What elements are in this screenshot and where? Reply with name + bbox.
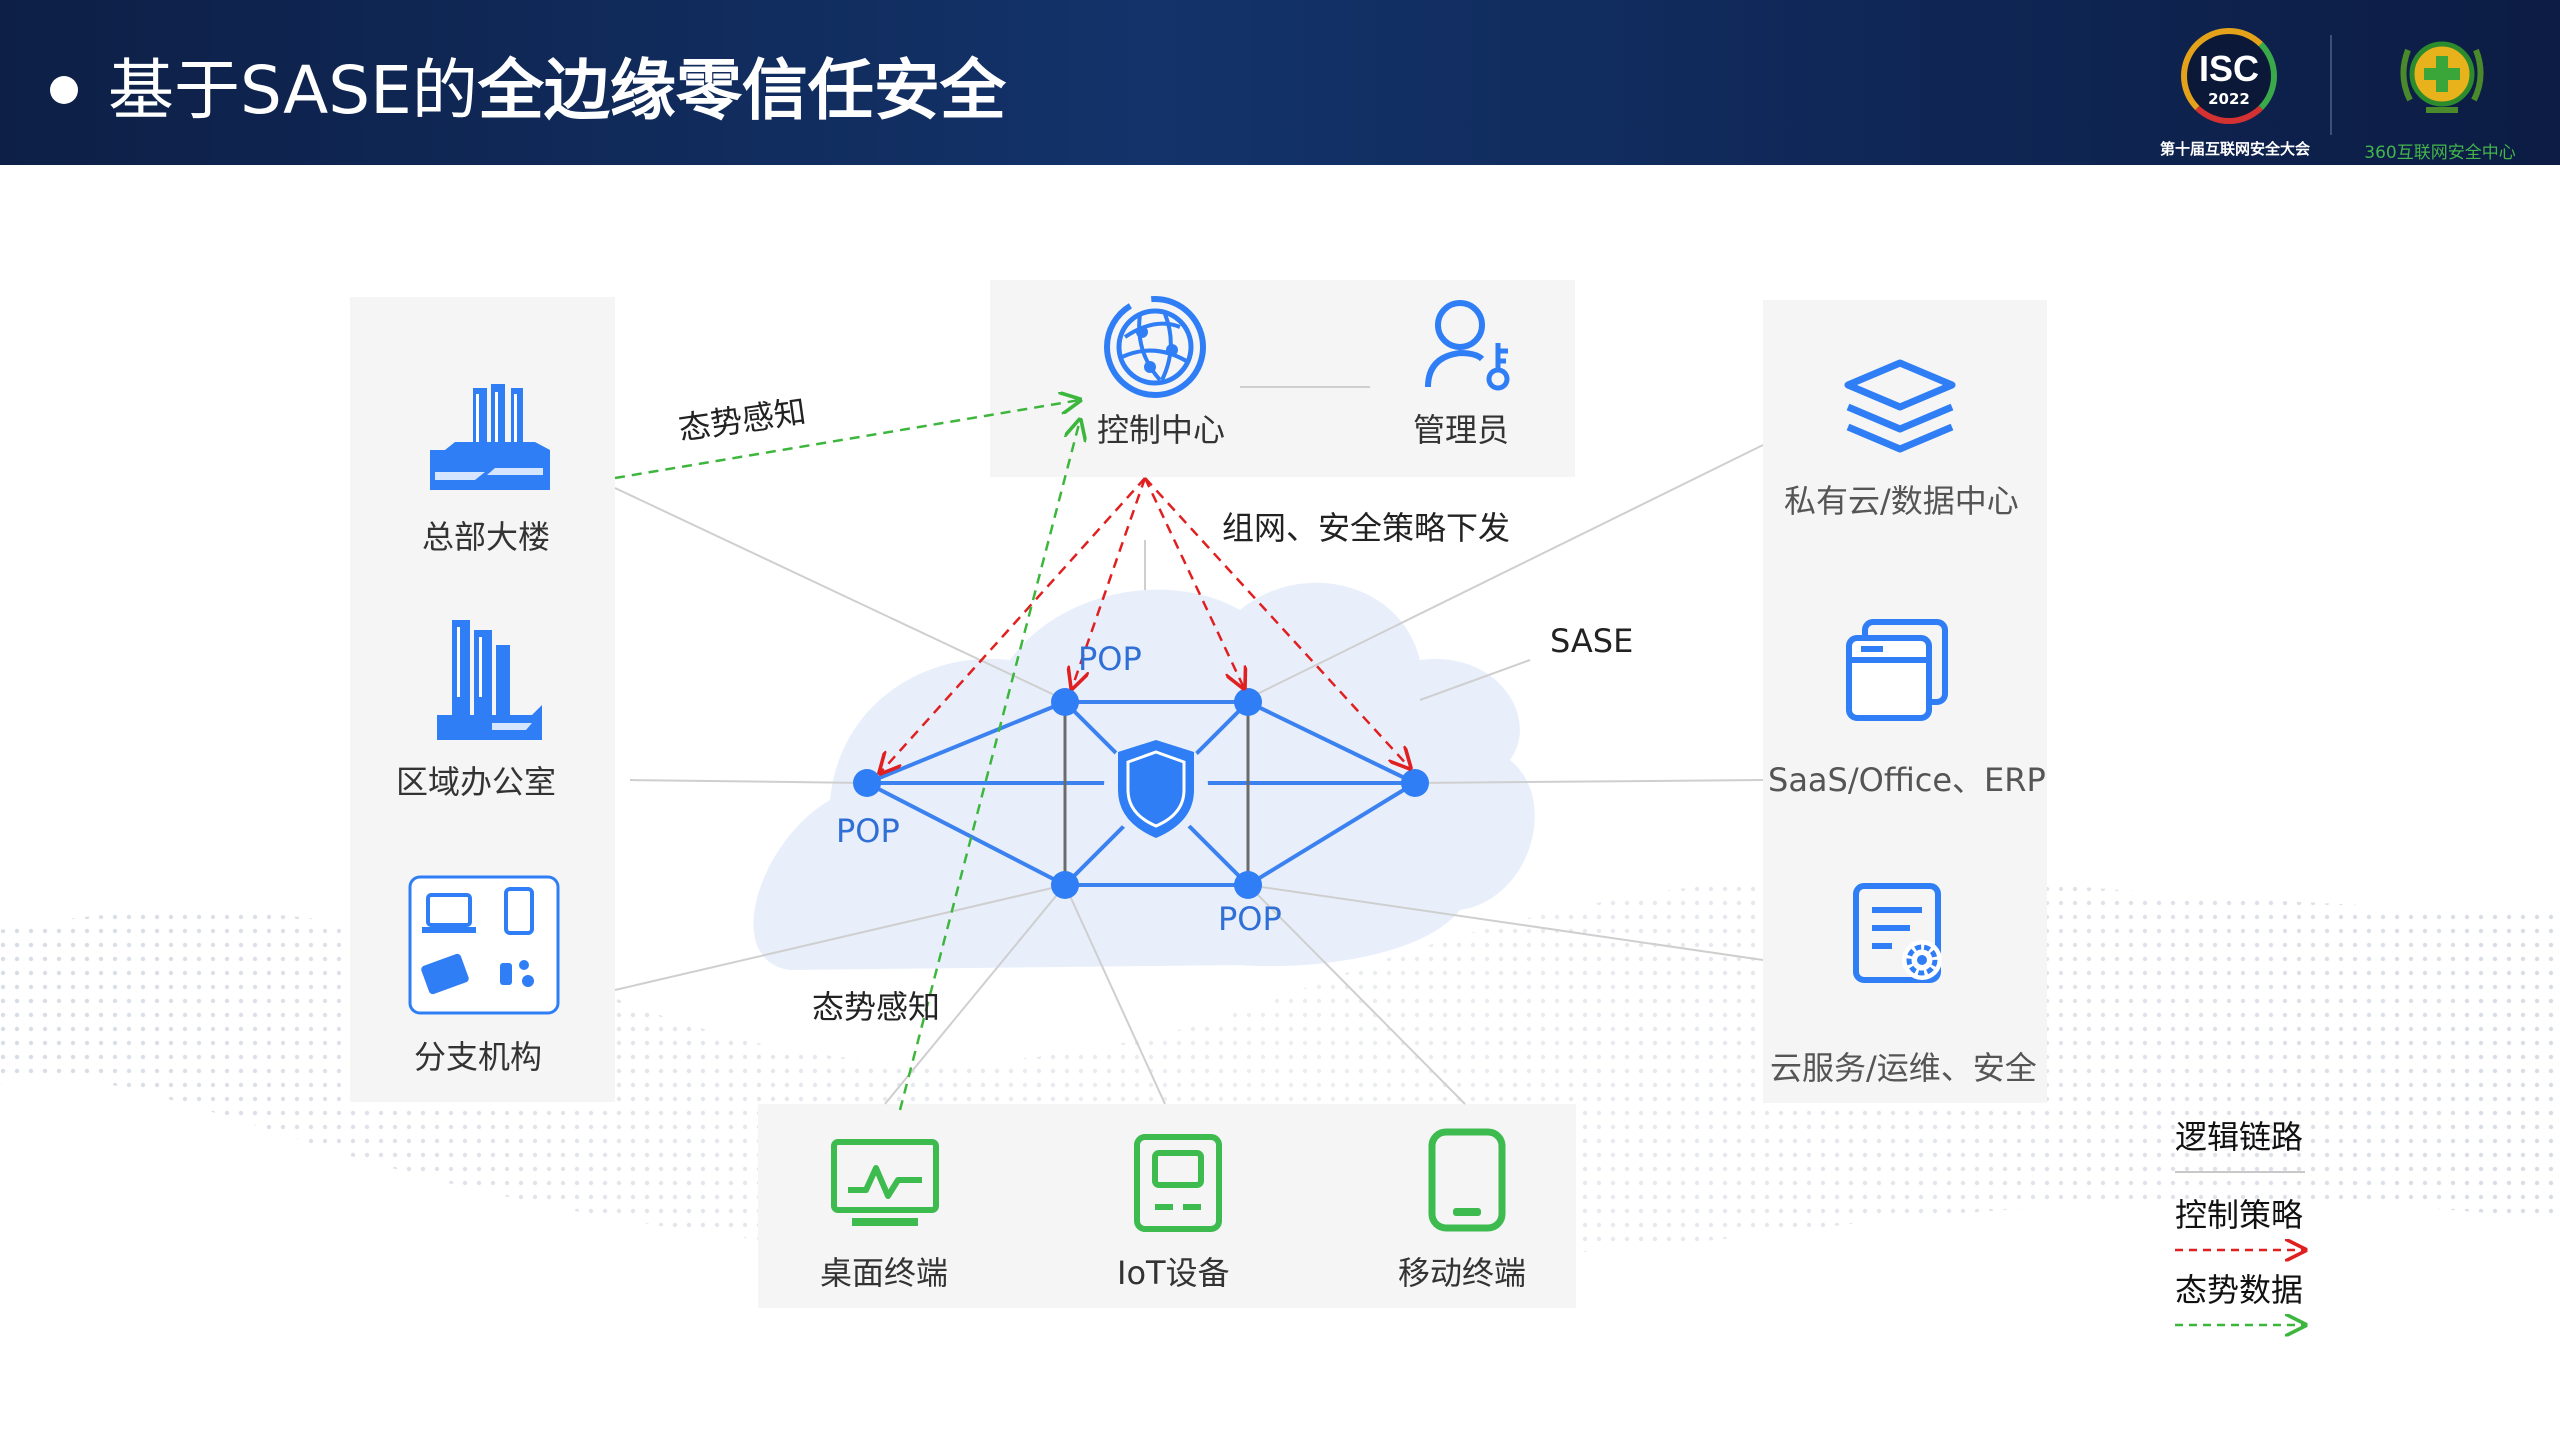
document-gear-icon xyxy=(1853,883,1942,983)
legend-label-situational: 态势数据 xyxy=(2175,1271,2304,1309)
brand-emblem-icon xyxy=(2400,41,2484,113)
isc-logo-text: ISC xyxy=(2198,48,2259,89)
left-node-label-hq: 总部大楼 xyxy=(422,518,551,556)
top-node-label-admin: 管理员 xyxy=(1413,411,1510,449)
desktop-monitor-icon xyxy=(831,1139,939,1226)
brand-subtitle: 360互联网安全中心 xyxy=(2364,143,2516,163)
right-node-label-private-cloud: 私有云/数据中心 xyxy=(1784,482,2019,520)
legend-label-control: 控制策略 xyxy=(2175,1196,2304,1234)
logo-divider xyxy=(2330,35,2332,135)
legend-lines xyxy=(2175,1171,2305,1325)
control-center-globe-icon xyxy=(1104,296,1206,398)
app-windows-icon xyxy=(1846,619,1948,721)
iot-device-icon xyxy=(1134,1134,1222,1232)
isc-ring-icon xyxy=(2181,28,2277,124)
logical-links xyxy=(614,386,1764,1105)
bottom-node-label-iot: IoT设备 xyxy=(1117,1254,1230,1292)
isc-logo-year: 2022 xyxy=(2208,90,2250,108)
isc-logo-subtitle: 第十届互联网安全大会 xyxy=(2159,140,2310,158)
right-node-label-saas: SaaS/Office、ERP xyxy=(1768,761,2046,799)
page-title: 基于SASE的全边缘零信任安全 xyxy=(108,46,1006,136)
sase-label: SASE xyxy=(1550,622,1634,660)
mobile-phone-icon xyxy=(1428,1128,1506,1232)
policy-delivery-label: 组网、安全策略下发 xyxy=(1222,509,1511,547)
bottom-node-label-desktop: 桌面终端 xyxy=(820,1254,949,1292)
right-node-label-cloud-services: 云服务/运维、安全 xyxy=(1770,1049,2037,1087)
administrator-key-icon xyxy=(1425,300,1510,391)
left-node-label-branch: 分支机构 xyxy=(414,1038,543,1076)
title-plain: 基于SASE的 xyxy=(108,52,478,129)
header-bar: 基于SASE的全边缘零信任安全 ISC 2022 第十届互联网安全大会 360互… xyxy=(0,0,2560,165)
situational-label-bottom: 态势感知 xyxy=(812,988,941,1026)
bullet-dot xyxy=(50,76,78,104)
pop-label-bottom: POP xyxy=(1218,900,1282,938)
control-policy-arrows xyxy=(880,477,1410,773)
legend-label-logical: 逻辑链路 xyxy=(2175,1118,2304,1156)
regional-office-icon xyxy=(437,620,542,740)
title-bold: 全边缘零信任安全 xyxy=(477,52,1006,129)
brand-logo: 360互联网安全中心 xyxy=(2350,22,2530,163)
layers-stack-icon xyxy=(1844,359,1956,453)
situational-data-arrows xyxy=(614,400,1080,1111)
isc-logo: ISC 2022 第十届互联网安全大会 xyxy=(2160,22,2315,162)
pop-nodes xyxy=(853,688,1429,899)
pop-label-left: POP xyxy=(836,812,900,850)
bottom-node-label-mobile: 移动终端 xyxy=(1398,1254,1527,1292)
pop-label-top: POP xyxy=(1078,640,1142,678)
headquarters-building-icon xyxy=(430,384,550,490)
shield-icon xyxy=(1104,734,1208,838)
top-node-label-control: 控制中心 xyxy=(1097,411,1226,449)
branch-devices-icon xyxy=(408,875,560,1015)
left-node-label-regional: 区域办公室 xyxy=(396,763,557,801)
